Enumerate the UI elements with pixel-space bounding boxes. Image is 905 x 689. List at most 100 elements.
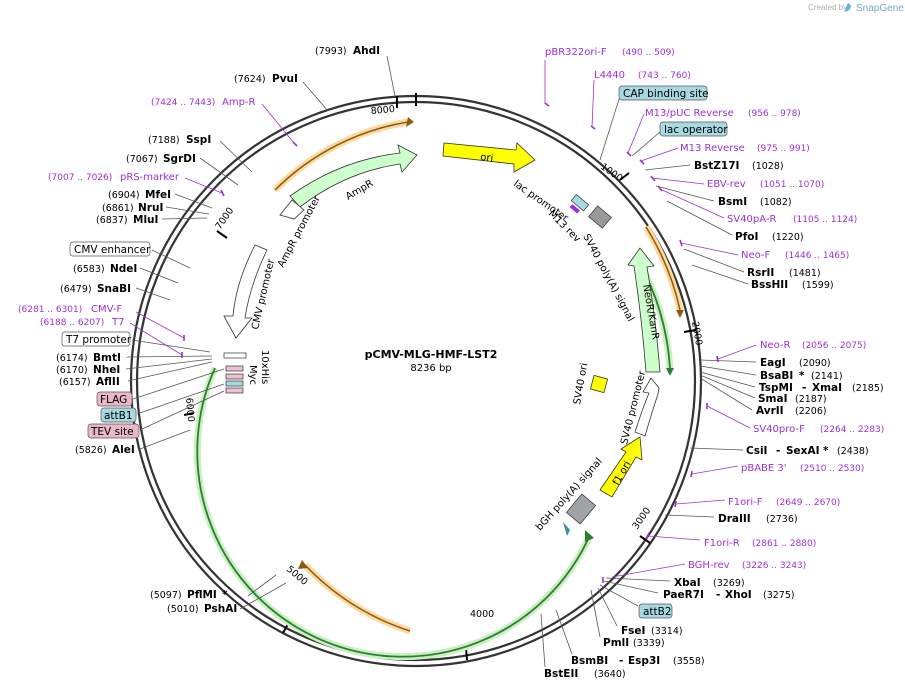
primer-bgh-pos: (3226 .. 3243)	[742, 561, 806, 571]
enzyme-alei-pos: (5826)	[75, 445, 107, 456]
flag-label: FLAG	[100, 394, 127, 406]
enzyme-xmai-name: XmaI	[812, 382, 842, 394]
lac-operator-box	[659, 121, 728, 137]
tick-label-2000: 2000	[689, 321, 704, 347]
enzyme-avrii-name: AvrII	[756, 405, 784, 417]
attb2-marker	[563, 522, 570, 536]
enzyme-bsmi-pos: (1082)	[760, 197, 792, 208]
enzyme-ndei-pos: (6583)	[73, 264, 105, 275]
tev-box	[87, 423, 140, 439]
primer-pbabe-name: pBABE 3'	[741, 463, 787, 474]
enzyme-smai-pos: (2187)	[795, 394, 827, 405]
enzyme-paer7i-name: PaeR7I	[663, 589, 704, 601]
orf-arc-5000-glow	[302, 562, 412, 635]
lac-promoter-feature[interactable]	[567, 194, 590, 215]
primer-sv40pro-pos: (2264 .. 2283)	[820, 425, 884, 435]
enzyme-pvui-pos: (7624)	[234, 74, 266, 85]
enzyme-snabi-pos: (6479)	[60, 284, 92, 295]
enzyme-mfei-name: MfeI	[145, 189, 171, 201]
enzyme-esp3i-name: Esp3I	[628, 655, 660, 667]
sv40-ori-feature[interactable]	[589, 374, 609, 394]
primer-f1orir-pos: (2861 .. 2880)	[752, 539, 816, 549]
enzyme-xhoi-name: XhoI	[725, 589, 752, 601]
snapgene-logo: SnapGene	[845, 3, 904, 14]
tev-label: TEV site	[90, 426, 134, 438]
tick-label-4000: 4000	[470, 609, 494, 620]
tag-box-3	[225, 380, 244, 387]
sv40-polya-feature[interactable]	[588, 205, 612, 229]
primer-m13rev-name: M13 Reverse	[680, 143, 745, 154]
enzyme-fsei-name: FseI	[621, 625, 645, 637]
enzyme-draiii-pos: (2736)	[766, 514, 798, 525]
enzyme-alei-name: AleI	[112, 444, 135, 456]
orf-arc-neo	[645, 226, 681, 311]
primer-m13rev-pos: (975 .. 991)	[757, 144, 810, 154]
arrowhead-neor	[666, 368, 674, 376]
primer-t7-pos: (6188 .. 6207)	[40, 318, 104, 328]
ori-feature[interactable]	[442, 142, 536, 173]
enzyme-pshai-name: PshAI	[204, 603, 237, 615]
enzyme-draiii-name: DraIII	[718, 513, 751, 525]
primer-pbabe-pos: (2510 .. 2530)	[800, 464, 864, 474]
enzyme-aflii-pos: (6157)	[59, 377, 91, 388]
enzyme-sgrdi-name: SgrDI	[163, 153, 196, 165]
primer-sv40pro-name: SV40pro-F	[753, 424, 805, 435]
enzyme-fsei-pos: (3314)	[651, 626, 683, 637]
enzyme-pfoi-pos: (1220)	[772, 232, 804, 243]
enzyme-pmli-pos: (3339)	[633, 638, 665, 649]
enzyme-nhei-pos: (6170)	[56, 365, 88, 376]
sv40-ori-label: SV40 ori	[572, 362, 590, 405]
primer-cmvf-pos: (6281 .. 6301)	[18, 305, 82, 315]
tick-label-6000: 6000	[183, 397, 196, 422]
t7-promoter-label: T7 promoter	[65, 334, 132, 346]
ampr-feature[interactable]	[289, 144, 418, 208]
enzyme-bsshii-pos: (1599)	[802, 280, 834, 291]
primer-cmvf-name: CMV-F	[91, 304, 122, 315]
attb2-label: attB2	[643, 606, 672, 618]
attb1-box	[100, 407, 137, 423]
primer-sv40pa-pos: (1105 .. 1124)	[793, 215, 857, 225]
sv40-promoter-feature[interactable]	[634, 377, 660, 437]
neor-feature[interactable]	[627, 247, 661, 373]
enzyme-ndei-name: NdeI	[110, 263, 137, 275]
bgh-polya-label: bGH poly(A) signal	[534, 456, 605, 533]
enzyme-avrii-pos: (2206)	[795, 406, 827, 417]
enzyme-bsabi-pos: (2141)	[811, 371, 843, 382]
enzyme-pflmi-star: *	[222, 589, 228, 601]
lac-operator-label: lac operator	[664, 124, 728, 136]
orf-arc-ampr	[274, 121, 409, 191]
primer-m13puc-name: M13/pUC Reverse	[645, 108, 734, 119]
t7-promoter-box	[61, 331, 131, 347]
enzyme-sgrdi-pos: (7067)	[126, 154, 158, 165]
f1-ori-feature[interactable]	[599, 436, 643, 498]
enzyme-bsmbi-name: BsmBI	[571, 655, 608, 667]
enzyme-pmli-name: PmlI	[603, 637, 629, 649]
enzyme-paer7i-sep: -	[716, 589, 720, 601]
arrowhead-ampr	[406, 117, 414, 127]
primer-prs-name: pRS-marker	[120, 172, 180, 183]
enzyme-csii-name: CsiI	[746, 445, 767, 457]
tick-label-8000: 8000	[370, 104, 395, 117]
enzyme-sspi-pos: (7188)	[148, 135, 180, 146]
ampr-promoter-feature[interactable]	[279, 199, 305, 220]
primer-neof-name: Neo-F	[741, 250, 771, 261]
enzyme-nhei-name: NheI	[93, 364, 120, 376]
cmv-promoter-feature[interactable]	[223, 244, 268, 339]
enzyme-bsshii-name: BssHII	[751, 279, 788, 291]
his-label: 10xHis	[259, 350, 270, 384]
enzyme-eagi-pos: (2090)	[799, 358, 831, 369]
enzyme-xbai-name: XbaI	[674, 577, 701, 589]
enzyme-bsabi-star: *	[799, 370, 805, 382]
enzyme-smai-name: SmaI	[758, 393, 788, 405]
bgh-polya-feature[interactable]	[565, 493, 597, 525]
primer-ebv-name: EBV-rev	[707, 179, 746, 190]
cap-binding-site-box	[618, 85, 708, 101]
enzyme-bstz17i-name: BstZ17I	[694, 160, 739, 172]
enzyme-tspmi-sep: -	[802, 382, 806, 394]
cap-binding-site-label: CAP binding site	[623, 88, 709, 100]
plasmid-size: 8236 bp	[410, 363, 451, 374]
enzyme-bsmi-name: BsmI	[718, 196, 747, 208]
arrowhead-main	[585, 530, 594, 542]
enzyme-bstz17i-pos: (1028)	[752, 161, 784, 172]
